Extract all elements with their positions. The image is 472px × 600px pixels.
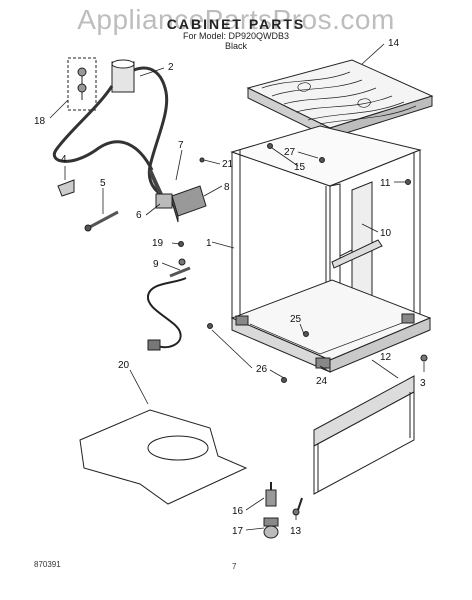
callout-leaders [49, 43, 425, 531]
caster-part-17 [263, 517, 279, 539]
site-watermark: AppliancePartsPros.com [77, 4, 395, 35]
callout-4: 4 [61, 154, 67, 165]
callout-17: 17 [232, 526, 244, 537]
bracket-part-4 [57, 179, 75, 197]
callout-16: 16 [232, 506, 244, 517]
leveling-leg-part-16 [265, 482, 277, 507]
callout-24: 24 [316, 376, 328, 387]
screw-part-13 [292, 497, 303, 516]
callout-18: 18 [34, 116, 46, 127]
kick-panel-part-12 [313, 375, 415, 495]
callout-8: 8 [224, 182, 230, 193]
callout-labels: 14 2 18 7 21 27 15 11 4 8 5 6 1 10 19 9 … [34, 38, 426, 537]
callout-9: 9 [153, 259, 159, 270]
callout-19: 19 [152, 238, 164, 249]
model-info: For Model: DP920QWDB3 Black [0, 31, 472, 51]
floor-pad-part-20 [79, 409, 248, 505]
callout-20: 20 [118, 360, 130, 371]
water-valve-assembly [52, 57, 171, 200]
page-number: 7 [232, 562, 237, 571]
drawing-code: 870391 [34, 560, 61, 569]
callout-10: 10 [380, 228, 392, 239]
callout-26: 26 [256, 364, 268, 375]
callout-5: 5 [100, 178, 106, 189]
callout-3: 3 [420, 378, 426, 389]
terminal-block-part-8 [171, 185, 207, 223]
callout-6: 6 [136, 210, 142, 221]
callout-15: 15 [294, 162, 306, 173]
color-line: Black [224, 41, 247, 51]
screw-part-5 [84, 210, 119, 232]
callout-1: 1 [206, 238, 212, 249]
base-frame-part-24 [230, 279, 432, 373]
callout-14: 14 [388, 38, 400, 49]
small-screws [178, 143, 428, 383]
callout-13: 13 [290, 526, 302, 537]
callout-21: 21 [222, 159, 234, 170]
model-line: For Model: DP920QWDB3 [182, 31, 290, 41]
power-cord-part-9 [147, 266, 191, 351]
callout-11: 11 [380, 178, 391, 189]
callout-12: 12 [380, 352, 392, 363]
top-panel-part-14 [246, 59, 434, 139]
callout-25: 25 [290, 314, 302, 325]
diagram-title: CABINET PARTS [166, 16, 306, 32]
callout-7: 7 [178, 140, 184, 151]
callout-2: 2 [168, 62, 174, 73]
callout-27: 27 [284, 147, 296, 158]
